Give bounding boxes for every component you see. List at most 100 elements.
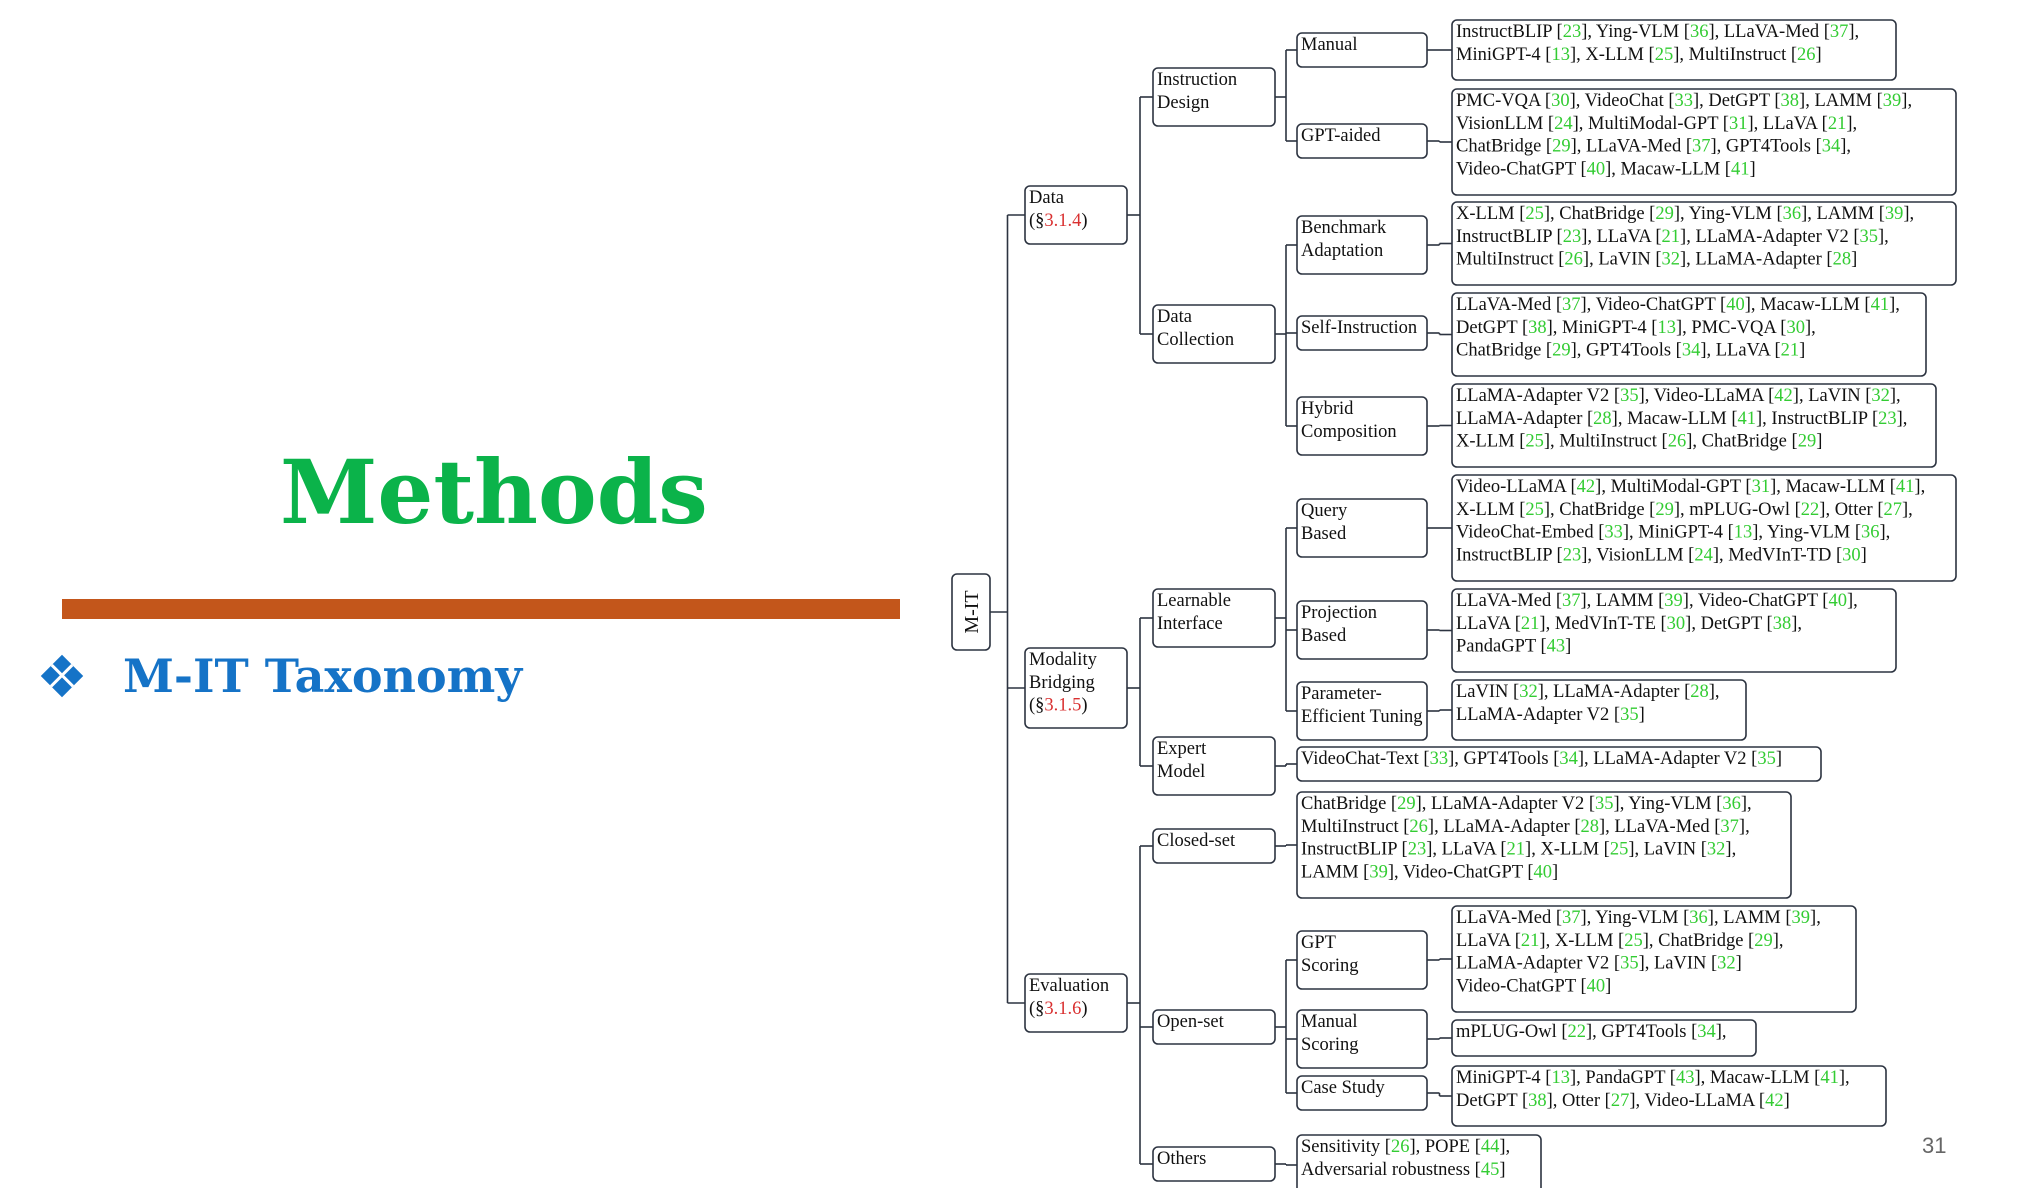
leaf-box (1451, 588, 1897, 673)
citation-number: 32 (1871, 386, 1890, 406)
citation-number: 38 (1773, 614, 1792, 634)
leaf-line: InstructBLIP [23], LLaVA [21], X-LLM [25… (1301, 840, 1736, 860)
leaf-line: Video-ChatGPT [40] (1456, 976, 1611, 996)
citation-number: 25 (1525, 204, 1544, 224)
root-box (951, 573, 991, 651)
node-box (1152, 1146, 1276, 1182)
node-label: Composition (1301, 422, 1397, 442)
node-box (1296, 681, 1428, 741)
node-label: Based (1301, 524, 1347, 544)
node-label: Closed-set (1157, 831, 1236, 851)
leaf-line: Video-LLaMA [42], MultiModal-GPT [31], M… (1456, 477, 1925, 497)
node-box (1296, 930, 1428, 990)
node-box (1152, 304, 1276, 364)
leaf-line: VideoChat-Text [33], GPT4Tools [34], LLa… (1301, 749, 1782, 769)
leaf-box (1451, 474, 1957, 582)
citation-number: 37 (1562, 591, 1581, 611)
citation-number: 25 (1624, 931, 1643, 951)
leaf-box (1451, 1019, 1757, 1057)
citation-number: 33 (1430, 749, 1449, 769)
citation-number: 23 (1563, 227, 1582, 247)
leaf-line: LLaMA-Adapter [28], Macaw-LLM [41], Inst… (1456, 409, 1907, 429)
title-underline-bar (62, 599, 900, 619)
leaf-benchmark: X-LLM [25], ChatBridge [29], Ying-VLM [3… (1451, 201, 1957, 286)
tree-edges (990, 49, 1452, 1166)
citation-number: 37 (1562, 295, 1581, 315)
citation-number: 23 (1878, 409, 1897, 429)
node-box (1296, 123, 1428, 159)
node-open-set: Open-set (1152, 1009, 1276, 1045)
node-label: Self-Instruction (1301, 318, 1417, 338)
citation-number: 44 (1481, 1137, 1500, 1157)
citation-number: 29 (1798, 432, 1817, 452)
leaf-line: Sensitivity [26], POPE [44], (1301, 1137, 1510, 1157)
leaf-hybrid: LLaMA-Adapter V2 [35], Video-LLaMA [42],… (1451, 383, 1937, 468)
citation-number: 43 (1547, 637, 1566, 657)
node-box (1296, 498, 1428, 558)
citation-number: 37 (1830, 22, 1849, 42)
node-box (1296, 396, 1428, 456)
citation-number: 29 (1754, 931, 1773, 951)
citation-number: 41 (1871, 295, 1890, 315)
citation-number: 29 (1552, 137, 1571, 157)
citation-number: 40 (1828, 591, 1847, 611)
node-box (1296, 32, 1428, 68)
node-label: Scoring (1301, 956, 1359, 976)
node-self-instruction: Self-Instruction (1296, 315, 1428, 351)
leaf-self-instruction: LLaVA-Med [37], Video-ChatGPT [40], Maca… (1451, 292, 1927, 377)
leaf-line: Adversarial robustness [45] (1301, 1160, 1506, 1180)
citation-number: 28 (1580, 817, 1599, 837)
citation-number: 35 (1620, 705, 1639, 725)
citation-number: 21 (1521, 614, 1540, 634)
citation-number: 33 (1675, 91, 1694, 111)
node-label: Interface (1157, 614, 1223, 634)
leaf-box (1451, 679, 1747, 741)
leaf-gpt-aided: PMC-VQA [30], VideoChat [33], DetGPT [38… (1451, 88, 1957, 196)
leaf-manual-scoring: mPLUG-Owl [22], GPT4Tools [34], (1451, 1019, 1757, 1057)
node-label: (§3.1.5) (1029, 696, 1088, 716)
node-peft: Parameter-Efficient Tuning (1296, 681, 1428, 741)
node-box (1296, 1009, 1428, 1069)
citation-number: 31 (1752, 477, 1771, 497)
leaf-line: MiniGPT-4 [13], PandaGPT [43], Macaw-LLM… (1456, 1068, 1850, 1088)
node-label: Query (1301, 501, 1348, 521)
leaf-line: MiniGPT-4 [13], X-LLM [25], MultiInstruc… (1456, 45, 1822, 65)
citation-number: 23 (1408, 840, 1427, 860)
citation-number: 26 (1409, 817, 1428, 837)
node-evaluation: Evaluation(§3.1.6) (1024, 973, 1128, 1033)
leaf-closed: ChatBridge [29], LLaMA-Adapter V2 [35], … (1296, 791, 1792, 899)
citation-number: 35 (1860, 227, 1879, 247)
node-label: Based (1301, 626, 1347, 646)
leaf-line: MultiInstruct [26], LLaMA-Adapter [28], … (1301, 817, 1750, 837)
node-label: Benchmark (1301, 218, 1387, 238)
citation-number: 40 (1726, 295, 1745, 315)
node-manual: Manual (1296, 32, 1428, 68)
leaf-peft: LaVIN [32], LLaMA-Adapter [28],LLaMA-Ada… (1451, 679, 1747, 741)
citation-number: 30 (1551, 91, 1570, 111)
root-label: M-IT (961, 590, 983, 633)
node-label: Parameter- (1301, 684, 1382, 704)
citation-number: 29 (1655, 204, 1674, 224)
leaf-line: ChatBridge [29], LLaVA-Med [37], GPT4Too… (1456, 137, 1851, 157)
citation-number: 21 (1507, 840, 1526, 860)
leaf-line: LLaMA-Adapter V2 [35], Video-LLaMA [42],… (1456, 386, 1901, 406)
leaf-line: LLaVA-Med [37], LAMM [39], Video-ChatGPT… (1456, 591, 1858, 611)
citation-number: 37 (1720, 817, 1739, 837)
leaf-box (1451, 1065, 1887, 1127)
node-box (1296, 215, 1428, 275)
leaf-others: Sensitivity [26], POPE [44], Adversarial … (1296, 1134, 1542, 1188)
leaf-box (1296, 1134, 1542, 1188)
leaf-line: LLaVA-Med [37], Video-ChatGPT [40], Maca… (1456, 295, 1900, 315)
node-label: (§3.1.4) (1029, 211, 1088, 231)
citation-number: 22 (1801, 500, 1820, 520)
node-label: Expert (1157, 739, 1207, 759)
node-label: Others (1157, 1149, 1206, 1169)
citation-number: 38 (1528, 1091, 1547, 1111)
slide-title: Methods (280, 440, 708, 544)
citation-number: 35 (1595, 794, 1614, 814)
